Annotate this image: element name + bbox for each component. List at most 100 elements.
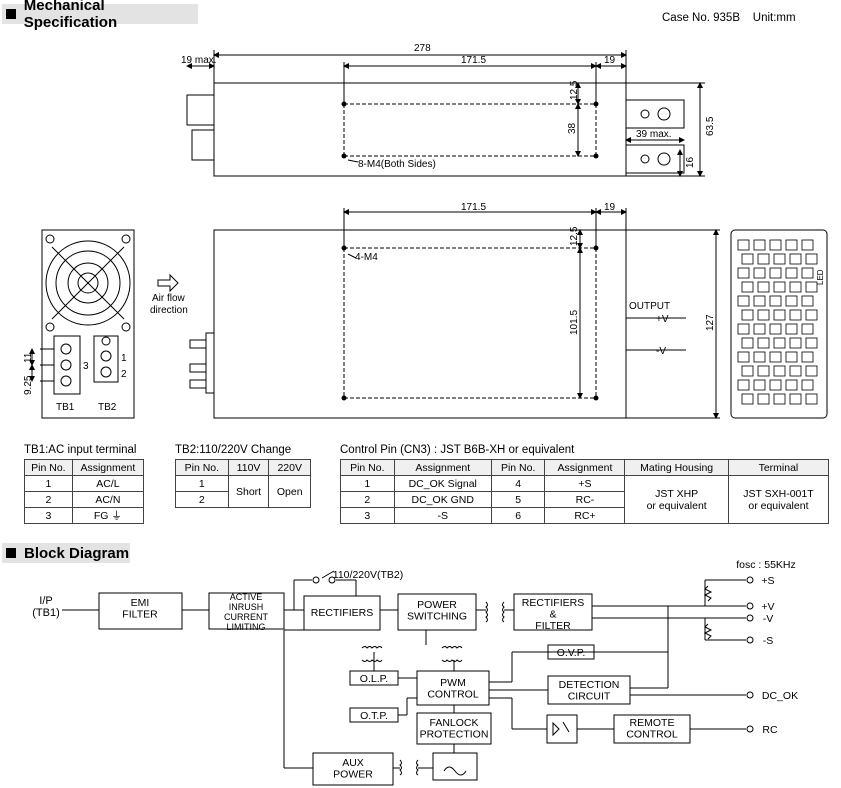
vent-slot <box>757 365 770 377</box>
vent-slot <box>805 337 818 349</box>
plus-s-label: +S <box>761 575 774 587</box>
vent-slot <box>753 379 766 391</box>
vent-slot <box>789 365 802 377</box>
cell: Open <box>268 475 311 508</box>
table-row: 3 -S 6 RC+ <box>340 507 829 524</box>
col-header: 220V <box>268 459 311 476</box>
olp-label: O.L.P. <box>360 673 388 685</box>
cn3-table-title: Control Pin (CN3) : JST B6B-XH or equiva… <box>340 444 575 456</box>
vent-slot <box>785 351 798 363</box>
block-diagram-title: Block Diagram <box>24 544 130 562</box>
mating-housing-cell: JST XHP or equivalent <box>624 475 729 524</box>
airflow-line2: direction <box>150 305 188 316</box>
cn3-table: Pin No. Assignment Pin No. Assignment Ma… <box>340 459 830 524</box>
vent-slot <box>737 323 750 335</box>
left-side-view <box>41 229 135 419</box>
terminal-cell: JST SXH-001T or equivalent <box>727 475 830 524</box>
cell: AC/L <box>71 475 145 492</box>
vent-slot <box>773 337 786 349</box>
rectifiers-label: RECTIFIERS <box>311 607 373 619</box>
vent-slot <box>773 281 786 293</box>
table-row: 1 DC_OK Signal 4 +S JST XHP or equivalen… <box>340 475 830 524</box>
vent-slot <box>805 253 818 265</box>
output-label: OUTPUT <box>629 301 670 312</box>
col-header: Terminal <box>727 459 830 476</box>
dim-101-5: 101.5 <box>569 310 580 335</box>
emi-filter-box <box>98 592 183 630</box>
dim-19-mid: 19 <box>604 202 616 213</box>
power-switching-box <box>397 593 477 631</box>
dim-278: 278 <box>414 43 431 54</box>
col-header: Mating Housing <box>624 459 729 476</box>
cell: DC_OK Signal <box>393 475 492 492</box>
dim-16: 16 <box>685 156 696 168</box>
header-square-icon <box>6 548 16 558</box>
vent-slot <box>757 393 770 405</box>
col-header: Pin No. <box>175 459 229 476</box>
cell: 1 <box>175 475 229 492</box>
vent-slot <box>741 309 754 321</box>
tb2-pin-2-label: 2 <box>121 369 127 380</box>
plus-v-output: +V <box>656 314 669 325</box>
vent-slot <box>805 365 818 377</box>
minus-v-output: -V <box>656 346 666 357</box>
cell: 3 <box>24 507 73 524</box>
fan-box <box>432 752 478 781</box>
right-side-view <box>730 229 828 419</box>
vent-slot <box>801 267 814 279</box>
dim-63-5: 63.5 <box>705 116 716 136</box>
vent-slot <box>789 253 802 265</box>
vent-slot <box>741 281 754 293</box>
dim-12-5-b: 12.5 <box>569 226 580 246</box>
vent-slot <box>753 295 766 307</box>
vent-slot <box>769 239 782 251</box>
screws-4-label: 4-M4 <box>355 252 378 263</box>
col-header: Pin No. <box>24 459 73 476</box>
col-header: Assignment <box>544 459 626 476</box>
vent-slot <box>737 295 750 307</box>
block-diagram-header: Block Diagram <box>2 543 130 563</box>
vent-slot <box>737 267 750 279</box>
switch-110-220-label: 110/220V(TB2) <box>333 569 403 581</box>
vent-slot <box>773 365 786 377</box>
vent-slot <box>789 281 802 293</box>
led-label: LED <box>816 269 825 285</box>
bottom-view-body <box>213 229 627 419</box>
vent-slot <box>769 267 782 279</box>
dim-39max: 39 max. <box>636 129 672 140</box>
cell: 1 <box>24 475 73 492</box>
vent-slot <box>785 323 798 335</box>
vent-slot <box>753 351 766 363</box>
mechanical-spec-title: Mechanical Specification <box>23 0 118 31</box>
vent-slot <box>757 309 770 321</box>
minus-s-label: -S <box>763 635 774 647</box>
tb-pin-3-label: 3 <box>83 361 89 372</box>
vent-slot <box>737 239 750 251</box>
cell: -S <box>393 507 492 524</box>
dim-171-5-top: 171.5 <box>461 55 486 66</box>
cell: +S <box>544 475 626 492</box>
vent-slot <box>805 309 818 321</box>
vent-slot <box>801 379 814 391</box>
cell: RC+ <box>544 507 626 524</box>
col-header: Assignment <box>71 459 145 476</box>
vent-slot <box>769 351 782 363</box>
tb2-pin-1-label: 1 <box>121 353 127 364</box>
vent-slot <box>773 393 786 405</box>
vent-slot <box>769 323 782 335</box>
rc-label: RC <box>762 724 778 736</box>
table-row: 2 DC_OK GND 5 RC- <box>340 491 829 508</box>
vent-slot <box>785 379 798 391</box>
vent-slot <box>737 351 750 363</box>
vent-slot <box>785 239 798 251</box>
vent-slot <box>757 253 770 265</box>
vent-slot <box>753 267 766 279</box>
col-header: 110V <box>227 459 270 476</box>
fosc-label: fosc : 55KHz <box>736 560 796 571</box>
